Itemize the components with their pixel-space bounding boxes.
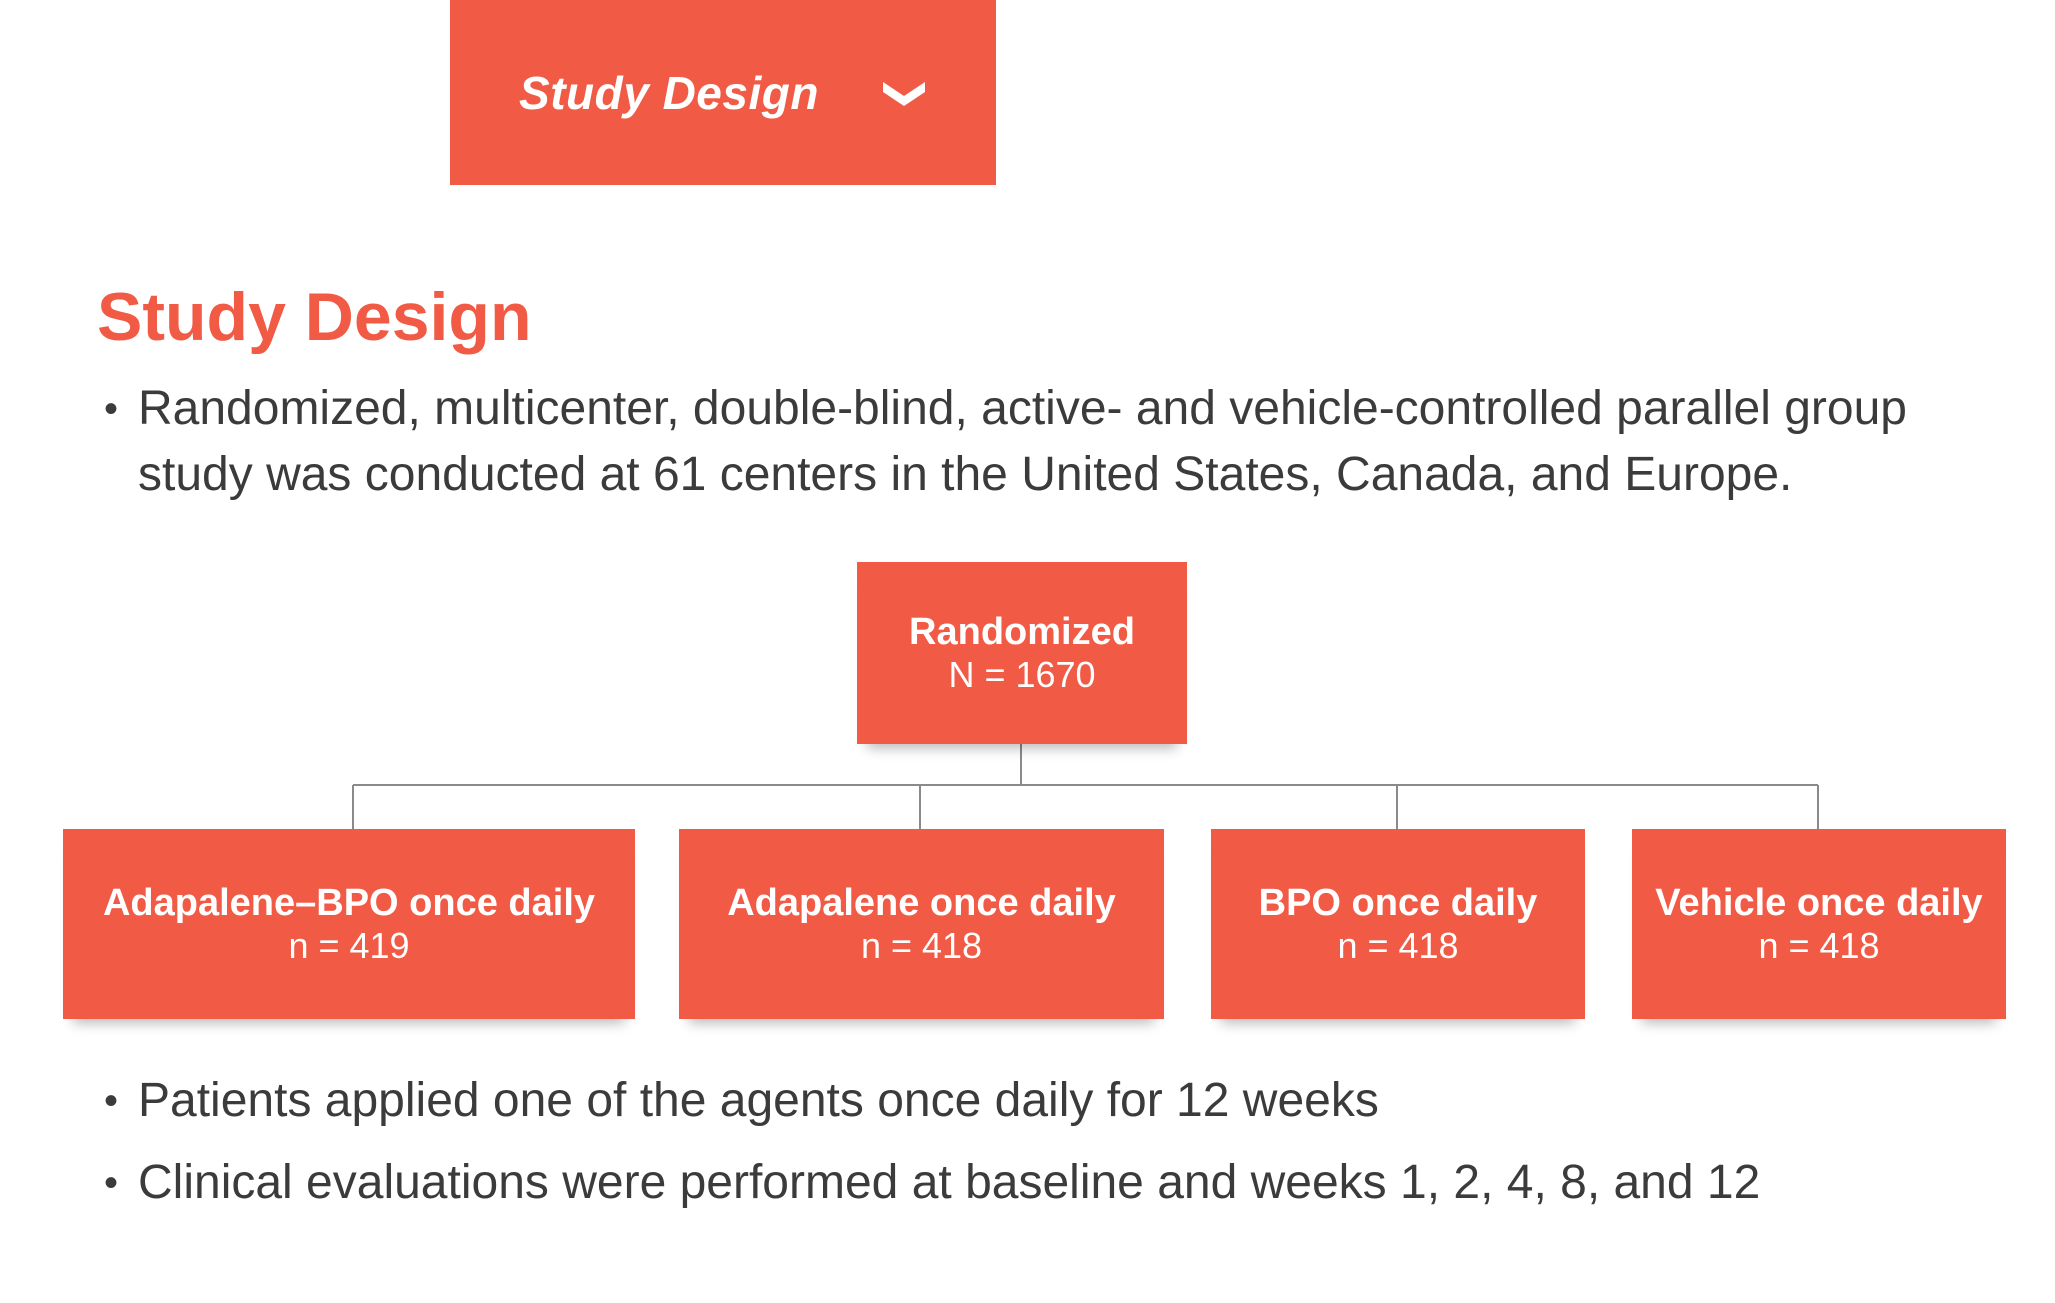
arm-node-count: n = 418 [1758,925,1880,966]
bullet-text: Randomized, multicenter, double-blind, a… [138,382,1907,501]
randomized-node-title: Randomized [909,611,1135,653]
arm-node-count: n = 419 [288,925,410,966]
arm-node-vehicle: Vehicle once daily n = 418 [1632,829,2006,1019]
arm-node-title: Adapalene–BPO once daily [102,882,596,924]
arm-node-bpo: BPO once daily n = 418 [1211,829,1585,1019]
arm-node-count: n = 418 [860,925,983,966]
arm-node-title: Vehicle once daily [1655,882,1983,924]
arm-node-adapalene: Adapalene once daily n = 418 [679,829,1164,1019]
arm-node-title: BPO once daily [1258,882,1538,924]
arm-node-count: n = 418 [1337,925,1459,966]
bullet-study-description: • Randomized, multicenter, double-blind,… [104,376,1984,508]
bullet-text: Patients applied one of the agents once … [138,1074,1379,1127]
section-title: Study Design [97,279,532,355]
bullet-dot: • [104,1079,119,1123]
bullet-text: Clinical evaluations were performed at b… [138,1156,1761,1209]
bullet-application: • Patients applied one of the agents onc… [104,1068,1984,1134]
bullet-dot: • [104,1161,119,1205]
randomized-node: Randomized N = 1670 [857,562,1187,744]
accordion-label: Study Design [519,66,819,119]
bullet-dot: • [104,387,119,431]
chevron-down-icon [882,81,925,106]
arm-node-adapalene-bpo: Adapalene–BPO once daily n = 419 [63,829,635,1019]
study-design-accordion-button[interactable]: Study Design [450,0,996,185]
arm-node-title: Adapalene once daily [727,882,1116,924]
randomized-node-count: N = 1670 [948,654,1096,695]
bullet-evaluations: • Clinical evaluations were performed at… [104,1150,1984,1216]
